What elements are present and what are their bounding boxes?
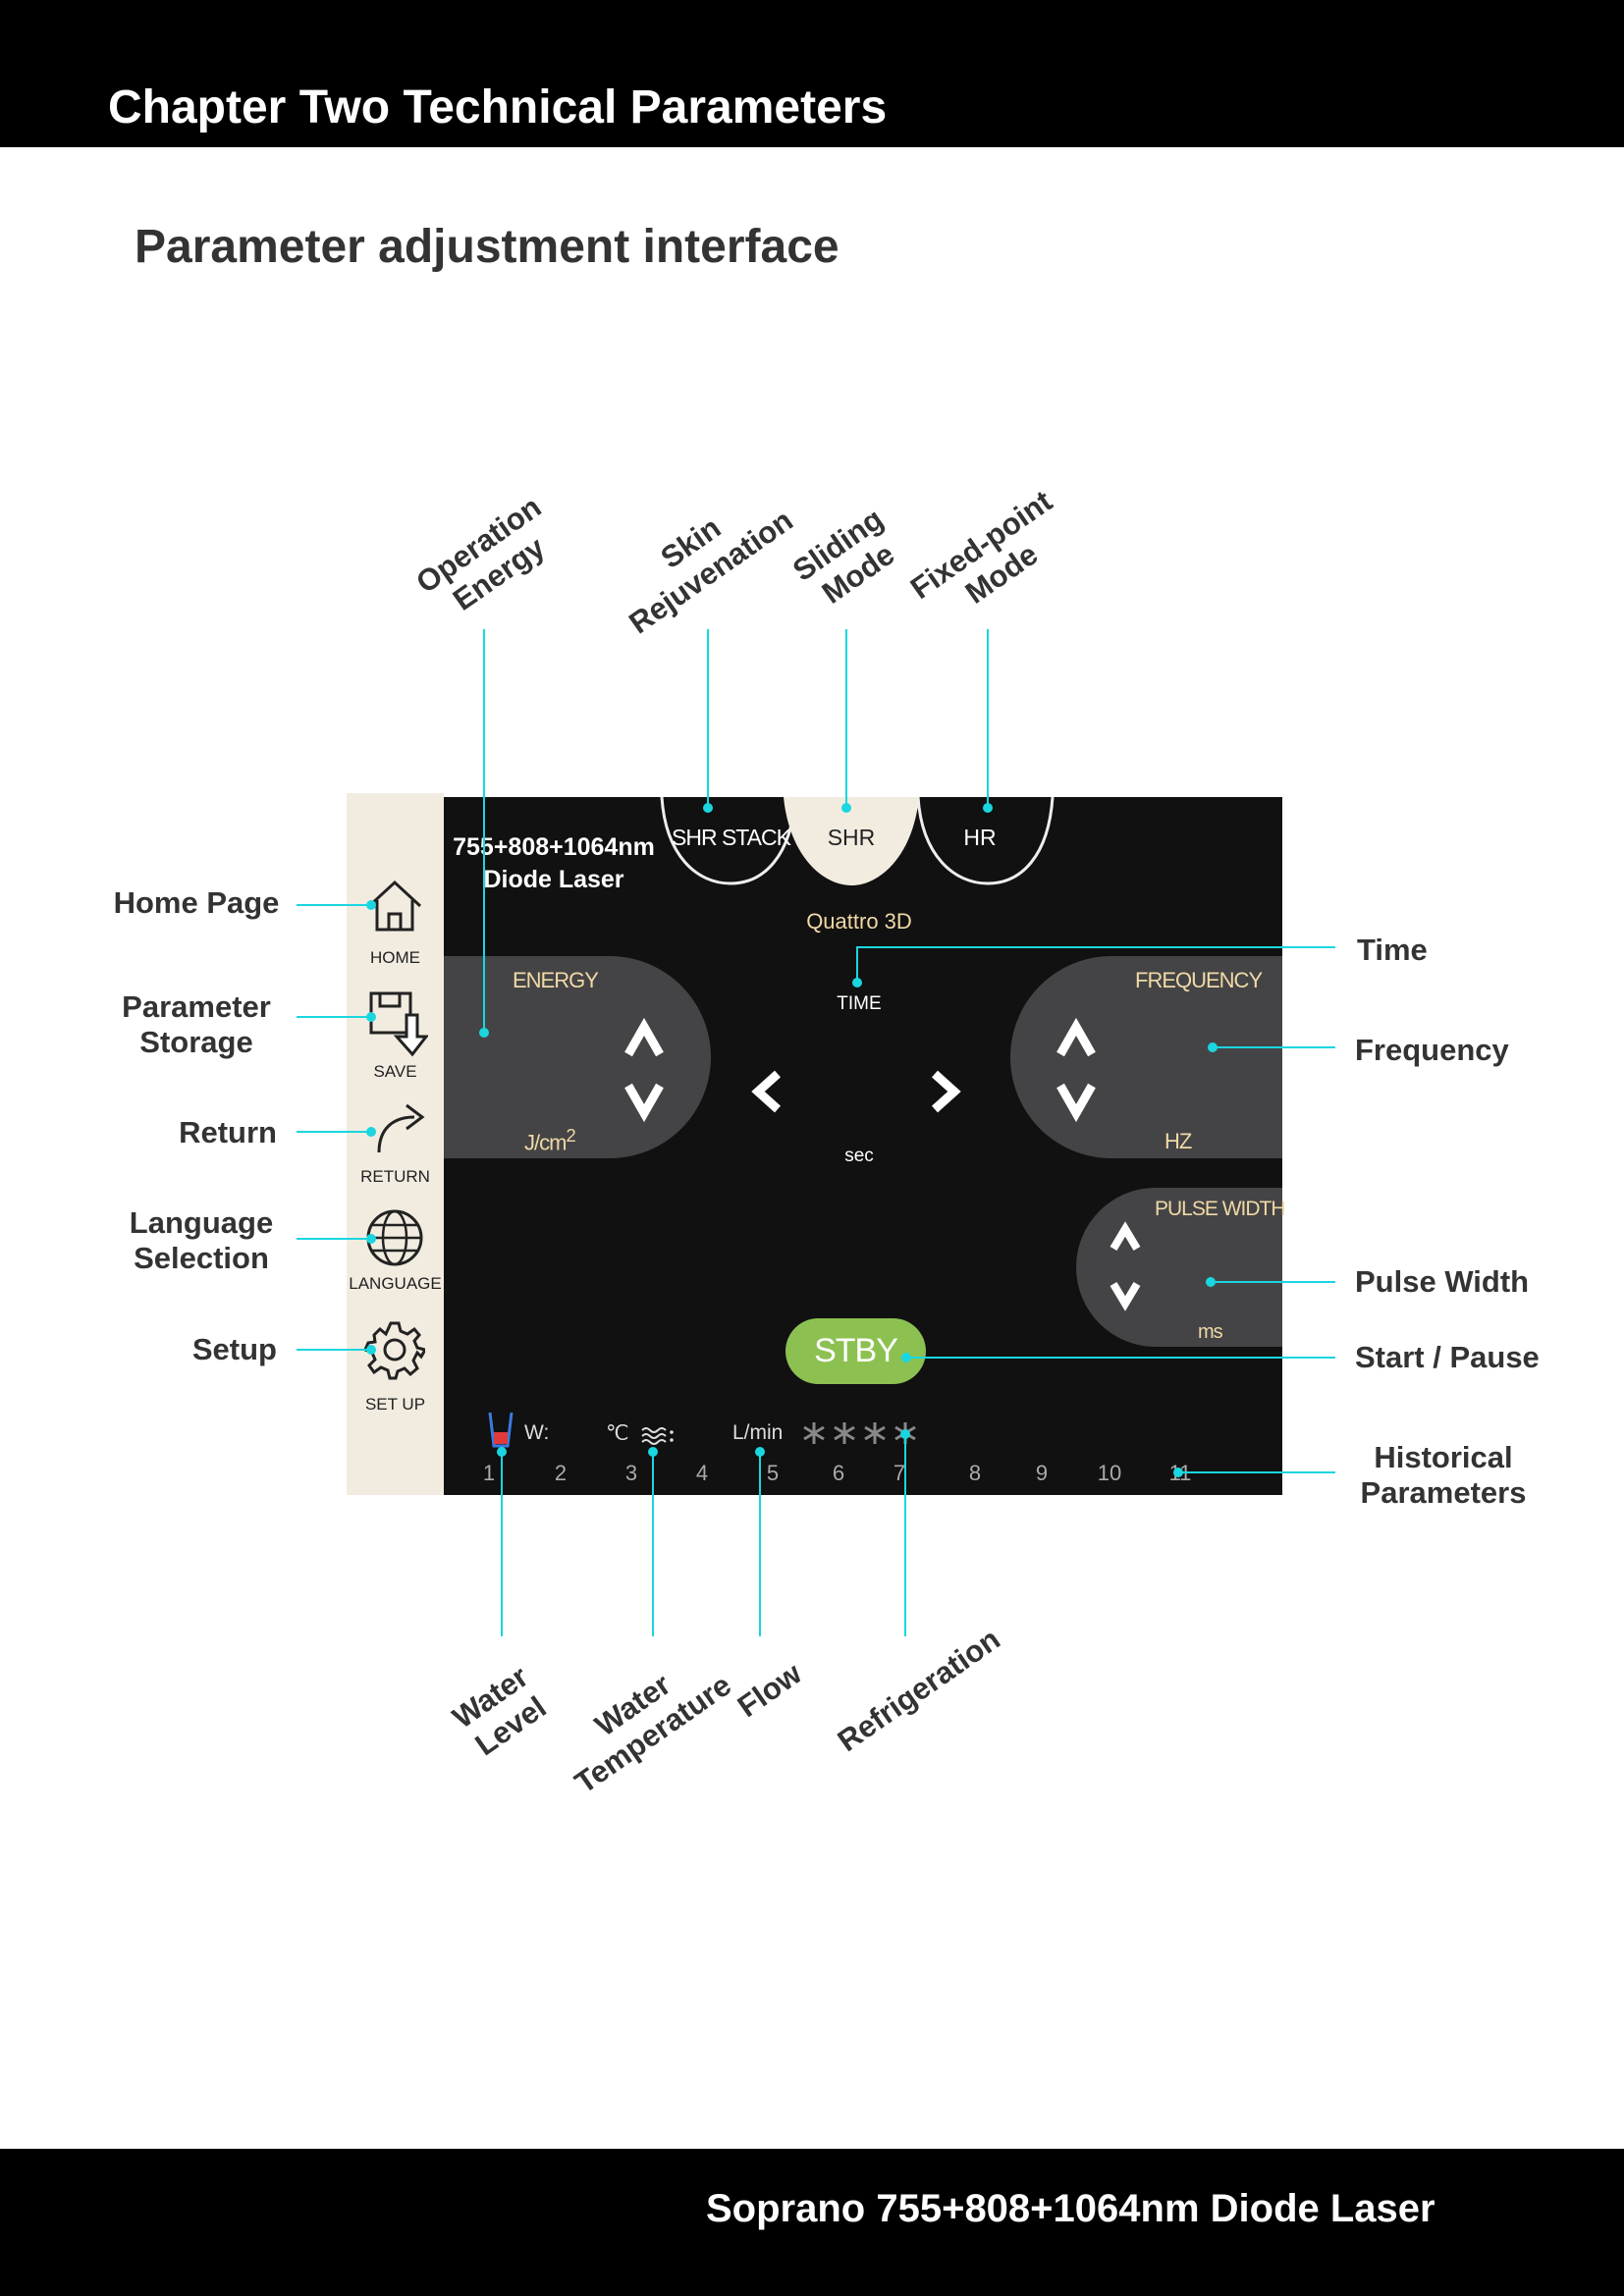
chapter-title: Chapter Two Technical Parameters [108,81,888,133]
callout-line: Selection [134,1241,269,1275]
frequency-up-icon[interactable] [1056,1017,1096,1057]
history-number-8[interactable]: 8 [968,1461,982,1485]
pulse-width-panel [1076,1188,1282,1347]
callout-line: Parameter [122,989,271,1024]
callout-line: Language [129,1205,274,1240]
history-number-6[interactable]: 6 [832,1461,845,1485]
callout-line: Parameters [1360,1475,1527,1510]
frequency-down-icon[interactable] [1056,1083,1096,1123]
tab-hr[interactable] [916,797,1055,885]
start-pause-button[interactable]: STBY [785,1318,926,1384]
pulse-width-down-icon[interactable] [1110,1281,1141,1311]
save-icon[interactable] [367,989,428,1058]
tab-hr-label: HR [963,825,997,850]
history-number-3[interactable]: 3 [624,1461,638,1485]
frequency-panel [1010,956,1282,1158]
tab-shr-label: SHR [827,825,876,850]
pulse-width-unit: ms [1198,1321,1223,1343]
tab-shr-stack-label: SHR STACK [672,825,791,850]
snowflake-icon-3 [864,1422,886,1444]
globe-icon[interactable] [364,1207,425,1268]
tab-shr[interactable] [784,797,919,885]
snowflake-icon-2 [834,1422,855,1444]
frequency-label: FREQUENCY [1135,968,1263,992]
time-increase-icon[interactable] [931,1070,961,1113]
sidebar-label-language: LANGUAGE [349,1274,442,1293]
mode-tabs [660,797,1055,885]
time-label: TIME [837,993,882,1014]
callout-frequency: Frequency [1355,1033,1509,1067]
time-unit: sec [844,1146,874,1166]
history-number-1[interactable]: 1 [482,1461,496,1485]
home-icon[interactable] [365,877,424,934]
header-bar [0,0,1624,147]
history-number-10[interactable]: 10 [1097,1461,1122,1485]
energy-unit-sup: 2 [566,1125,575,1146]
temperature-unit: ℃ [606,1422,629,1445]
energy-panel [444,956,711,1158]
callout-start-pause: Start / Pause [1355,1340,1540,1374]
snowflake-icon-1 [803,1422,825,1444]
section-title: Parameter adjustment interface [135,221,839,273]
sidebar-label-save: SAVE [373,1062,417,1081]
power-label: W: [524,1421,550,1444]
energy-unit: J/cm2 [524,1125,576,1155]
flow-unit: L/min [732,1421,784,1444]
return-icon[interactable] [367,1099,428,1156]
pulse-width-up-icon[interactable] [1110,1221,1141,1252]
callout-line: Storage [139,1025,253,1059]
history-number-5[interactable]: 5 [766,1461,780,1485]
footer-bar [0,2149,1624,2296]
water-level-icon [488,1412,514,1448]
history-number-2[interactable]: 2 [554,1461,568,1485]
callout-pulse-width: Pulse Width [1355,1264,1530,1299]
tab-shr-stack[interactable] [660,797,797,885]
energy-unit-text: J/cm [524,1130,567,1155]
frequency-unit: HZ [1164,1129,1192,1153]
screen-title-line1: 755+808+1064nm [453,833,655,861]
gear-icon[interactable] [364,1319,425,1380]
water-temperature-icon [641,1427,674,1445]
pulse-width-label: PULSE WIDTH [1155,1198,1286,1220]
sidebar-label-return: RETURN [360,1167,430,1186]
callout-return: Return [179,1115,277,1149]
screen-title-line2: Diode Laser [483,866,624,893]
history-number-4[interactable]: 4 [695,1461,709,1485]
frequency-arrows [1056,1017,1096,1123]
energy-arrows [624,1017,664,1123]
history-number-9[interactable]: 9 [1035,1461,1049,1485]
history-number-7[interactable]: 7 [893,1461,906,1485]
callout-line: Historical [1374,1440,1513,1474]
energy-up-icon[interactable] [624,1017,664,1057]
footer-text: Soprano 755+808+1064nm Diode Laser [706,2187,1435,2230]
time-arrows [751,1070,961,1113]
callout-time: Time [1357,933,1428,967]
screen-title: 755+808+1064nm Diode Laser [446,831,662,896]
sidebar-label-home: HOME [370,948,420,967]
pulse-width-arrows [1110,1221,1141,1311]
time-decrease-icon[interactable] [751,1070,782,1113]
energy-down-icon[interactable] [624,1083,664,1123]
handpiece-name: Quattro 3D [806,909,912,934]
sidebar-label-setup: SET UP [364,1395,426,1414]
callout-setup: Setup [191,1332,277,1366]
callout-home-page: Home Page [113,885,280,920]
energy-label: ENERGY [513,968,599,992]
